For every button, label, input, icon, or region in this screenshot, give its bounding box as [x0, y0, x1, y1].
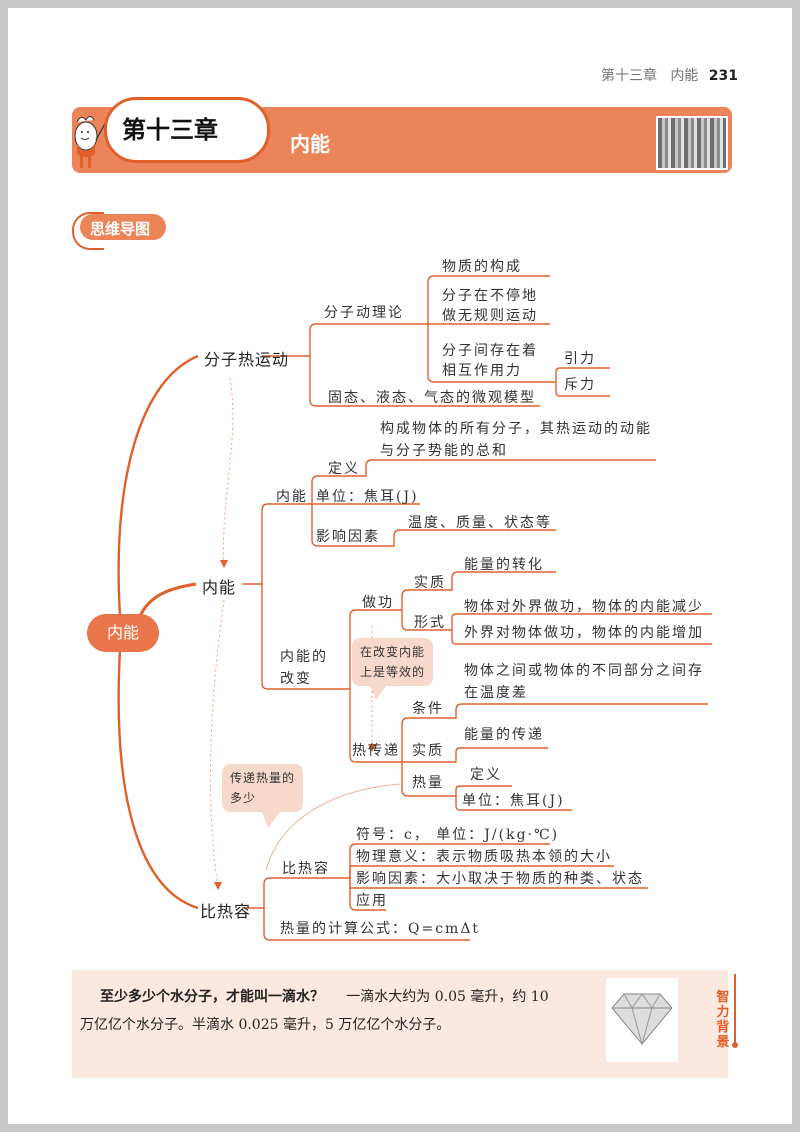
leaf-energy-transfer: 能量的传递 [464, 727, 544, 743]
node-heat-transfer: 热传递 [352, 743, 400, 759]
leaf-motion-line1: 分子在不停地 [442, 288, 538, 304]
sidebar-char: 智 [716, 990, 730, 1005]
background-line1: 至少多少个水分子，才能叫一滴水？ 一滴水大约为 0.05 毫升，约 10 [100, 986, 549, 1006]
trunk-to-branch2 [138, 582, 197, 617]
leaf-condition-line2: 在温度差 [464, 685, 528, 701]
running-chapter: 第十三章 [600, 68, 657, 84]
background-answer-line1: 一滴水大约为 0.05 毫升，约 10 [346, 989, 549, 1005]
node-specific-heat: 比热容 [282, 861, 330, 877]
callout-heat-line2: 多少 [230, 791, 257, 805]
node-change-line1: 内能的 [280, 649, 328, 665]
callout-heat-line1: 传递热量的 [230, 771, 296, 785]
leaf-factors: 影响因素：大小取决于物质的种类、状态 [356, 871, 644, 887]
branch-specific-heat: 比热容 [200, 902, 252, 921]
running-title: 内能 [670, 68, 699, 84]
node-work-form: 形式 [414, 615, 446, 631]
page [8, 8, 792, 1124]
node-change-line2: 改变 [280, 671, 312, 687]
trunk-to-branch3 [117, 649, 199, 910]
background-answer-line2: 万亿亿个水分子。半滴水 0.025 毫升，5 万亿亿个水分子。 [80, 1017, 451, 1033]
leaf-attraction: 引力 [564, 351, 596, 367]
callout-equivalent: 在改变内能 上是等效的 [352, 638, 434, 686]
leaf-form-decrease: 物体对外界做功，物体的内能减少 [464, 599, 704, 615]
leaf-motion-line2: 做无规则运动 [442, 308, 538, 324]
leaf-energy-conversion: 能量的转化 [464, 557, 544, 573]
trunk-to-branch1 [117, 354, 199, 617]
chapter-bubble [104, 97, 270, 163]
chapter-title: 内能 [290, 132, 330, 156]
node-definition: 定义 [328, 461, 360, 477]
chapter-label: 第十三章 [122, 116, 218, 144]
callout-heat-amount: 传递热量的 多少 [222, 764, 304, 812]
sidebar-char: 景 [716, 1035, 730, 1050]
leaf-form-increase: 外界对物体做功，物体的内能增加 [464, 625, 704, 641]
leaf-forces-line2: 相互作用力 [442, 363, 522, 379]
node-heat-formula: 热量的计算公式：Q=cmΔt [280, 921, 481, 937]
mascot-icon [74, 116, 109, 168]
node-state-models: 固态、液态、气态的微观模型 [328, 390, 536, 406]
callout-tip [262, 812, 280, 828]
leaf-forces-line1: 分子间存在着 [442, 343, 538, 359]
leaf-symbol-unit: 符号：c， 单位：J/(kg·℃) [356, 827, 560, 843]
sidebar-dot [732, 1042, 738, 1048]
background-question: 至少多少个水分子，才能叫一滴水？ [100, 989, 324, 1005]
leaf-factors: 温度、质量、状态等 [408, 515, 552, 531]
leaf-application: 应用 [356, 893, 388, 909]
branch-molecular-motion: 分子热运动 [204, 350, 290, 369]
leaf-matter-composition: 物质的构成 [442, 259, 522, 275]
sidebar-char: 力 [716, 1005, 730, 1020]
callout-equivalent-line2: 上是等效的 [360, 665, 426, 679]
mindmap-root: 内能 [87, 614, 159, 652]
sidebar-char: 背 [716, 1020, 730, 1035]
leaf-heat-unit: 单位：焦耳(J) [462, 793, 565, 809]
node-unit: 单位：焦耳(J) [316, 489, 419, 505]
leaf-definition-line1: 构成物体的所有分子，其热运动的动能 [380, 421, 652, 437]
diamond-image [606, 978, 678, 1062]
branch-internal-energy: 内能 [202, 578, 237, 597]
leaf-condition-line1: 物体之间或物体的不同部分之间存 [464, 663, 704, 679]
qr-code-icon[interactable] [656, 116, 728, 170]
page-number: 231 [708, 68, 738, 84]
leaf-heat-definition: 定义 [470, 767, 502, 783]
node-heat: 热量 [412, 775, 444, 791]
section-tag: 思维导图 [72, 212, 170, 250]
sidebar-rule [734, 974, 736, 1044]
node-factors: 影响因素 [316, 529, 380, 545]
node-kinetic-theory: 分子动理论 [324, 305, 404, 321]
callout-tip [370, 686, 386, 700]
section-tag-label: 思维导图 [90, 220, 151, 238]
leaf-definition-line2: 与分子势能的总和 [380, 443, 508, 459]
node-work-essence: 实质 [414, 575, 446, 591]
diamond-icon [612, 993, 672, 1046]
leaf-physical-meaning: 物理意义：表示物质吸热本领的大小 [356, 849, 612, 865]
node-internal-energy: 内能 [276, 489, 308, 505]
running-head: 第十三章 内能 231 [601, 65, 738, 85]
node-work: 做功 [362, 595, 394, 611]
leaf-repulsion: 斥力 [564, 377, 596, 393]
callout-equivalent-line1: 在改变内能 [360, 645, 426, 659]
node-transfer-essence: 实质 [412, 743, 444, 759]
sidebar-label: 智 力 背 景 [716, 990, 730, 1050]
node-condition: 条件 [412, 701, 444, 717]
